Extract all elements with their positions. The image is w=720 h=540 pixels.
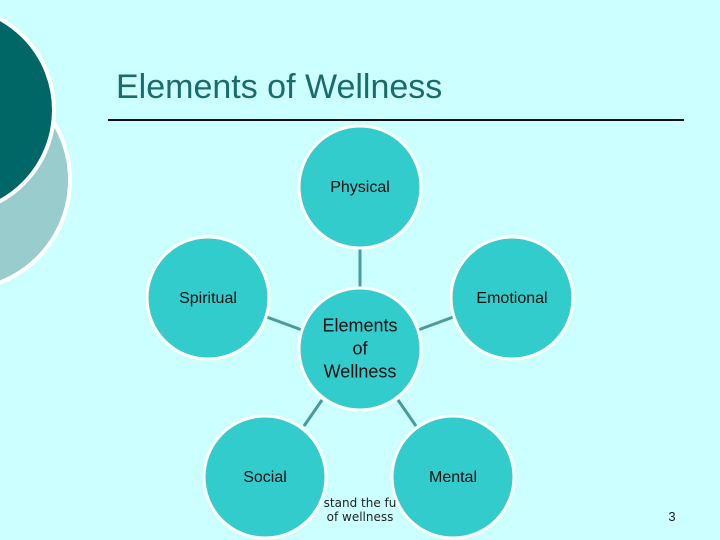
connector-spiritual [263, 314, 303, 332]
node-spiritual [145, 235, 271, 361]
label-emotional: Emotional [476, 290, 548, 307]
title-underline [108, 119, 684, 121]
footer-line-1: stand the fu [323, 496, 397, 510]
footer-text: stand the fu of wellness [322, 496, 398, 524]
connectors [263, 248, 457, 427]
node-social [202, 414, 328, 540]
label-spiritual: Spiritual [179, 290, 237, 307]
node-emotional [449, 235, 575, 361]
connector-social [302, 399, 324, 427]
connector-mental [396, 399, 418, 427]
label-center: Elements of Wellness [305, 315, 415, 384]
label-social: Social [243, 469, 287, 486]
page-number: 3 [668, 509, 676, 524]
label-physical: Physical [330, 179, 390, 196]
node-physical [297, 124, 423, 250]
center-text: Elements of Wellness [322, 315, 398, 382]
deco-dark-circle [0, 16, 56, 204]
footer-line-2: of wellness [326, 510, 394, 524]
node-center [297, 286, 423, 412]
slide-title: Elements of Wellness [116, 68, 443, 106]
connector-emotional [417, 314, 457, 332]
label-mental: Mental [428, 469, 478, 486]
node-mental [390, 414, 516, 540]
